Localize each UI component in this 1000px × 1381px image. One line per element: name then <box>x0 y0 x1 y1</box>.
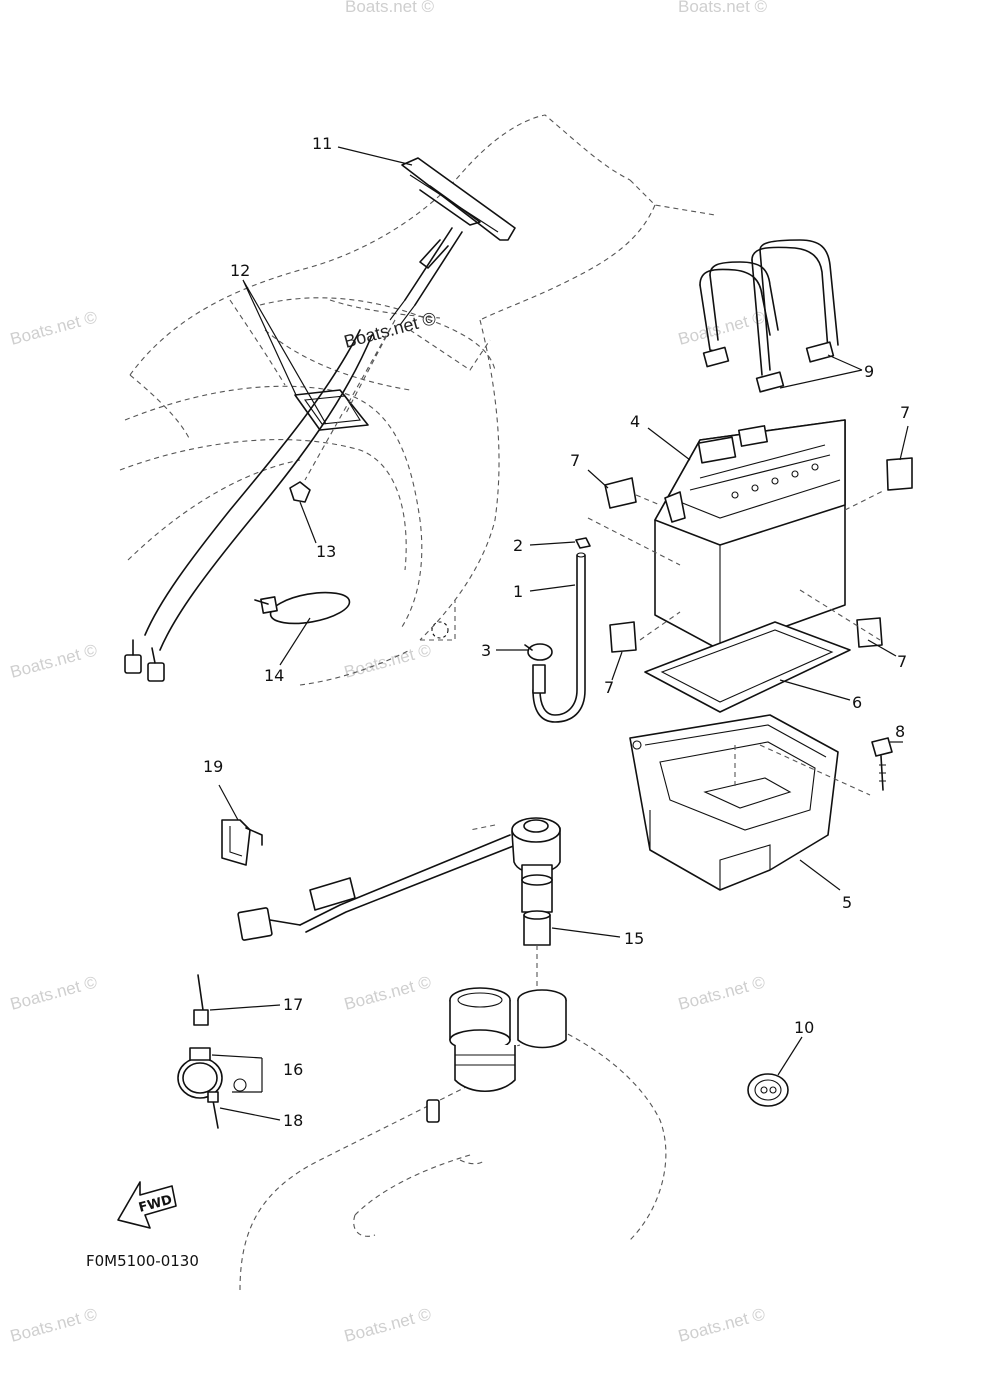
callout-18: 18 <box>283 1111 303 1130</box>
watermark: Boats.net © <box>8 1304 99 1346</box>
part-16-clamp[interactable] <box>177 1047 247 1099</box>
callout-7b: 7 <box>570 451 580 470</box>
part-10-grommet[interactable] <box>747 1073 789 1107</box>
part-4-battery[interactable] <box>654 419 846 651</box>
hull-outline <box>119 114 716 686</box>
watermark: Boats.net © <box>8 972 99 1014</box>
callout-15: 15 <box>624 929 644 948</box>
part-14-cable-tie[interactable] <box>254 587 352 628</box>
callout-17: 17 <box>283 995 303 1014</box>
part-7-label[interactable] <box>604 457 913 653</box>
watermark: Boats.net © <box>678 0 768 16</box>
part-2-fitting[interactable] <box>575 537 591 549</box>
watermark: Boats.net © <box>345 0 435 16</box>
watermark: Boats.net © <box>342 640 433 682</box>
part-8-bolt[interactable] <box>871 737 893 791</box>
callout-10: 10 <box>794 1018 814 1037</box>
tank-filler-neck <box>426 987 567 1123</box>
part-3-hose-clip[interactable] <box>524 643 553 661</box>
fwd-arrow: FWD <box>117 1181 177 1229</box>
diagram-code: F0M5100-0130 <box>86 1252 199 1270</box>
callout-9: 9 <box>864 362 874 381</box>
part-19-clip[interactable] <box>221 819 263 866</box>
part-17-pin[interactable] <box>193 974 209 1026</box>
callout-7d: 7 <box>604 678 614 697</box>
callout-12: 12 <box>230 261 250 280</box>
watermark: Boats.net © <box>342 1304 433 1346</box>
part-13-clip[interactable] <box>289 481 311 503</box>
callout-1: 1 <box>513 582 523 601</box>
callout-4: 4 <box>630 412 640 431</box>
part-15-sensor[interactable] <box>237 817 561 990</box>
wire-harness-upper <box>124 319 396 682</box>
watermark: Boats.net © <box>342 972 433 1014</box>
callout-11: 11 <box>312 134 332 153</box>
callout-numbers: 11 12 13 14 9 4 7 7 7 7 6 8 5 2 1 3 19 1… <box>203 134 910 1130</box>
watermark: Boats.net © <box>676 1304 767 1346</box>
callout-6: 6 <box>852 693 862 712</box>
part-18-tie[interactable] <box>207 1091 219 1129</box>
callout-16: 16 <box>283 1060 303 1079</box>
watermark: Boats.net © <box>8 307 99 349</box>
battery-dash-lines <box>587 489 886 641</box>
part-5-battery-box[interactable] <box>629 714 871 891</box>
leader-lines <box>209 146 909 1121</box>
watermark: Boats.net © <box>676 307 767 349</box>
callout-7c: 7 <box>897 652 907 671</box>
callout-3: 3 <box>481 641 491 660</box>
callout-7a: 7 <box>900 403 910 422</box>
callout-14: 14 <box>264 666 284 685</box>
callout-2: 2 <box>513 536 523 555</box>
fuel-tank-outline <box>239 1029 667 1291</box>
part-11-grip[interactable] <box>389 157 516 326</box>
part-9-battery-band[interactable] <box>699 239 839 393</box>
callout-13: 13 <box>316 542 336 561</box>
callout-19: 19 <box>203 757 223 776</box>
watermark: Boats.net © <box>676 972 767 1014</box>
callout-5: 5 <box>842 893 852 912</box>
part-6-battery-mat[interactable] <box>644 621 851 713</box>
watermark: Boats.net © <box>8 640 99 682</box>
callout-8: 8 <box>895 722 905 741</box>
part-1-breather-tube[interactable] <box>532 552 586 723</box>
